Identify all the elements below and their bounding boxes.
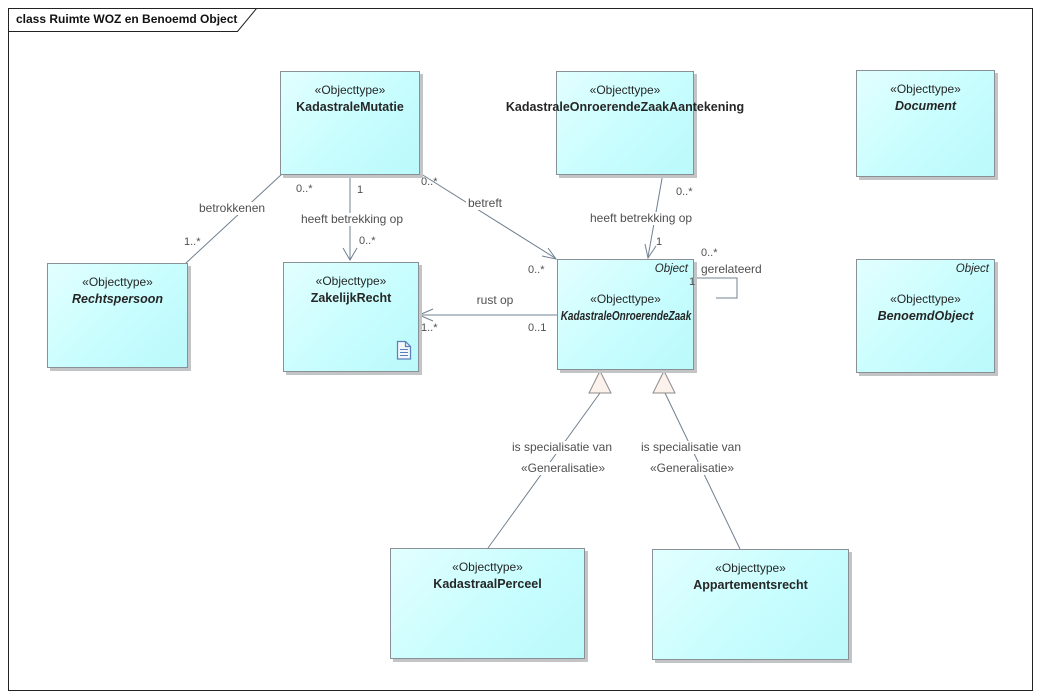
multiplicity: 1	[689, 276, 696, 288]
stereotype-label: «Objecttype»	[315, 274, 387, 288]
class-name: KadastraalPerceel	[433, 577, 542, 591]
edge-betrokkenen	[185, 173, 283, 264]
multiplicity: 0..*	[359, 235, 376, 247]
class-document[interactable]: «Objecttype» Document	[856, 70, 995, 177]
edge-label-betreft: betreft	[466, 196, 505, 210]
edge-label-is-specialisatie-van: is specialisatie van	[638, 440, 744, 454]
linked-document-icon	[396, 340, 412, 360]
base-type-corner-label: Object	[955, 263, 989, 275]
generalization-triangle-icon	[588, 369, 612, 394]
class-appartementsrecht[interactable]: «Objecttype» Appartementsrecht	[652, 549, 849, 660]
stereotype-label: «Objecttype»	[82, 275, 153, 289]
generalization-triangle-icon	[652, 369, 676, 394]
class-rechtspersoon[interactable]: «Objecttype» Rechtspersoon	[47, 263, 188, 368]
class-name: ZakelijkRecht	[310, 291, 392, 305]
edge-stereotype-generalisatie: «Generalisatie»	[518, 461, 608, 475]
stereotype-label: «Objecttype»	[589, 83, 661, 97]
class-kadastrale-mutatie[interactable]: «Objecttype» KadastraleMutatie	[280, 71, 420, 175]
stereotype-label: «Objecttype»	[590, 292, 661, 306]
class-benoemd-object[interactable]: Object «Objecttype» BenoemdObject	[856, 259, 995, 373]
edge-label-heeft-betrekking-op: heeft betrekking op	[588, 211, 695, 225]
edge-rust-op	[417, 308, 557, 322]
class-name: BenoemdObject	[877, 309, 974, 323]
class-kadastrale-onroerende-zaak[interactable]: Object «Objecttype» KadastraleOnroerende…	[557, 259, 694, 370]
stereotype-label: «Objecttype»	[452, 560, 523, 574]
edge-label-betrokkenen: betrokkenen	[197, 201, 268, 215]
edge-gerelateerd	[694, 277, 738, 299]
multiplicity: 0..*	[676, 186, 693, 198]
multiplicity: 0..*	[528, 264, 545, 276]
class-name: KadastraleOnroerendeZaakAantekening	[505, 100, 745, 114]
edge-generalisatie-kadastraal-perceel	[487, 369, 612, 549]
class-name: KadastraleMutatie	[296, 100, 404, 114]
stereotype-label: «Objecttype»	[314, 83, 386, 97]
multiplicity: 0..*	[421, 176, 438, 188]
open-arrowhead-icon	[644, 243, 657, 260]
stereotype-label: «Objecttype»	[890, 82, 961, 96]
edge-generalisatie-appartementsrecht	[652, 369, 741, 550]
multiplicity: 1..*	[184, 236, 201, 248]
class-name: Appartementsrecht	[693, 578, 808, 592]
edge-betreft	[417, 171, 558, 260]
class-name: Document	[894, 99, 957, 113]
edge-label-rust-op: rust op	[474, 293, 516, 307]
edge-label-is-specialisatie-van: is specialisatie van	[509, 440, 615, 454]
edge-label-heeft-betrekking-op: heeft betrekking op	[298, 212, 406, 226]
multiplicity: 0..1	[528, 322, 547, 334]
diagram-title: class Ruimte WOZ en Benoemd Object	[16, 12, 238, 26]
class-kadastraal-perceel[interactable]: «Objecttype» KadastraalPerceel	[390, 548, 585, 659]
multiplicity: 0..*	[296, 183, 313, 195]
class-name: KadastraleOnroerendeZaak	[560, 309, 691, 323]
open-arrowhead-icon	[342, 247, 358, 261]
open-arrowhead-icon	[417, 308, 434, 322]
class-name: Rechtspersoon	[72, 292, 163, 306]
base-type-corner-label: Object	[654, 263, 688, 275]
multiplicity: 1	[357, 184, 364, 196]
multiplicity: 1..*	[421, 322, 438, 334]
diagram-frame	[8, 8, 1033, 691]
multiplicity: 1	[656, 236, 663, 248]
stereotype-label: «Objecttype»	[715, 561, 786, 575]
class-zakelijk-recht[interactable]: «Objecttype» ZakelijkRecht	[283, 262, 419, 372]
class-kadastrale-onroerende-zaak-aantekening[interactable]: «Objecttype» KadastraleOnroerendeZaakAan…	[506, 71, 744, 175]
edge-stereotype-generalisatie: «Generalisatie»	[647, 461, 737, 475]
open-arrowhead-icon	[541, 247, 558, 260]
edge-label-gerelateerd: gerelateerd	[699, 262, 764, 276]
multiplicity: 0..*	[701, 247, 718, 259]
stereotype-label: «Objecttype»	[890, 292, 961, 306]
